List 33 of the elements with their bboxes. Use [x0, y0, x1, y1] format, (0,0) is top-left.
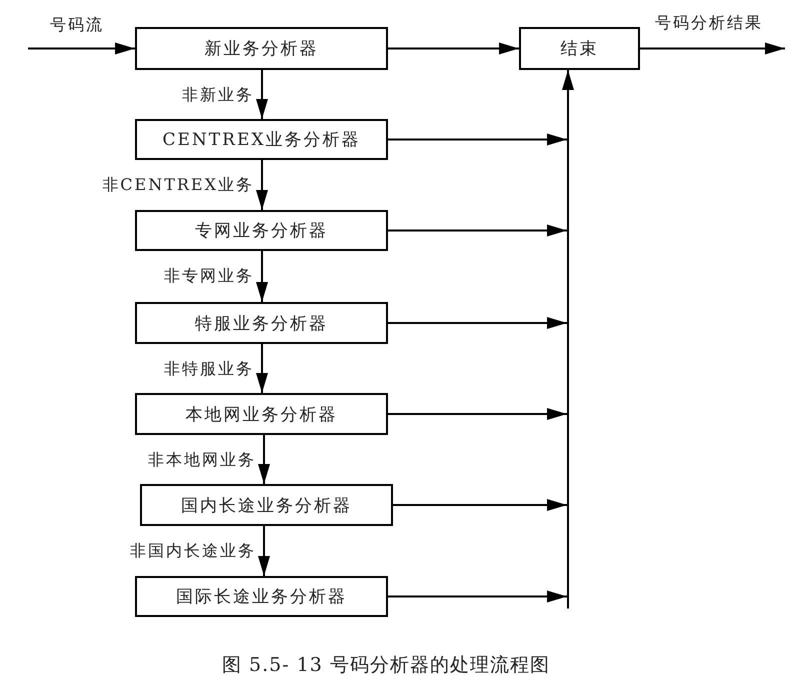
arrow — [258, 526, 270, 576]
arrow — [28, 42, 135, 54]
process-box: 专网业务分析器 — [135, 210, 388, 251]
edge-label: 非本地网业务 — [148, 450, 256, 470]
process-box: 国际长途业务分析器 — [135, 576, 388, 617]
arrow — [388, 408, 567, 420]
edge-label: 非新业务 — [182, 85, 254, 105]
arrow — [256, 251, 268, 302]
process-box: 新业务分析器 — [135, 27, 388, 70]
arrow — [256, 344, 268, 393]
process-box: CENTREX业务分析器 — [135, 119, 388, 160]
edge-label: 非专网业务 — [164, 266, 254, 286]
arrow — [562, 70, 574, 608]
caption: 图 5.5- 13 号码分析器的处理流程图 — [222, 653, 550, 678]
arrow — [388, 42, 519, 54]
edge-label: 非国内长途业务 — [130, 541, 256, 561]
edge-label: 非CENTREX业务 — [102, 175, 254, 195]
arrow — [256, 160, 268, 210]
process-box: 国内长途业务分析器 — [140, 484, 393, 526]
arrow — [388, 224, 567, 236]
arrow — [256, 70, 268, 119]
arrow — [640, 42, 785, 54]
arrow — [393, 499, 567, 511]
edge-label: 非特服业务 — [164, 359, 254, 379]
edge-label: 号码分析结果 — [655, 12, 763, 32]
process-box: 本地网业务分析器 — [135, 393, 388, 435]
end-box: 结束 — [519, 27, 640, 70]
arrow — [388, 317, 567, 329]
process-box: 特服业务分析器 — [135, 302, 388, 344]
arrow — [388, 590, 567, 602]
edge-label: 号码流 — [50, 14, 104, 34]
arrow — [388, 134, 567, 146]
arrow — [258, 435, 270, 484]
